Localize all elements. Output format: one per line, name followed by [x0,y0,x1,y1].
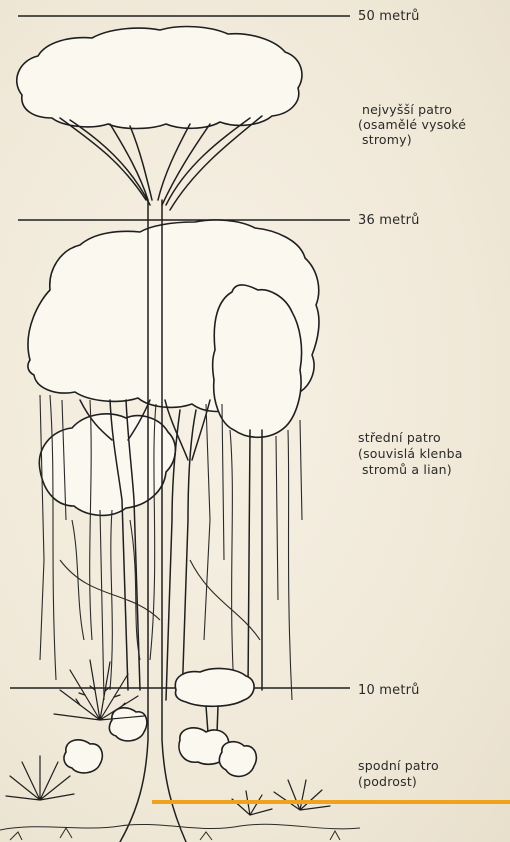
understory-ferns [6,660,330,815]
forest-floor [0,824,360,840]
understory-shrubs [64,708,256,777]
layer-middle-line-2: (souvislá klenba [358,446,463,461]
layer-top-line-2: (osamělé vysoké [358,117,466,132]
layer-top-line-3: stromy) [362,132,412,147]
layer-bottom-line-1: spodní patro [358,758,439,773]
height-label-50m: 50 metrů [358,9,420,24]
layer-middle-line-1: střední patro [358,430,441,445]
layer-middle-line-3: stromů a lian) [362,462,452,477]
middle-canopy-crown-right [213,285,302,437]
layer-top-line-1: nejvyšší patro [362,102,452,117]
layer-bottom-line-2: (podrost) [358,774,417,789]
height-label-10m: 10 metrů [358,683,420,698]
height-label-36m: 36 metrů [358,213,420,228]
